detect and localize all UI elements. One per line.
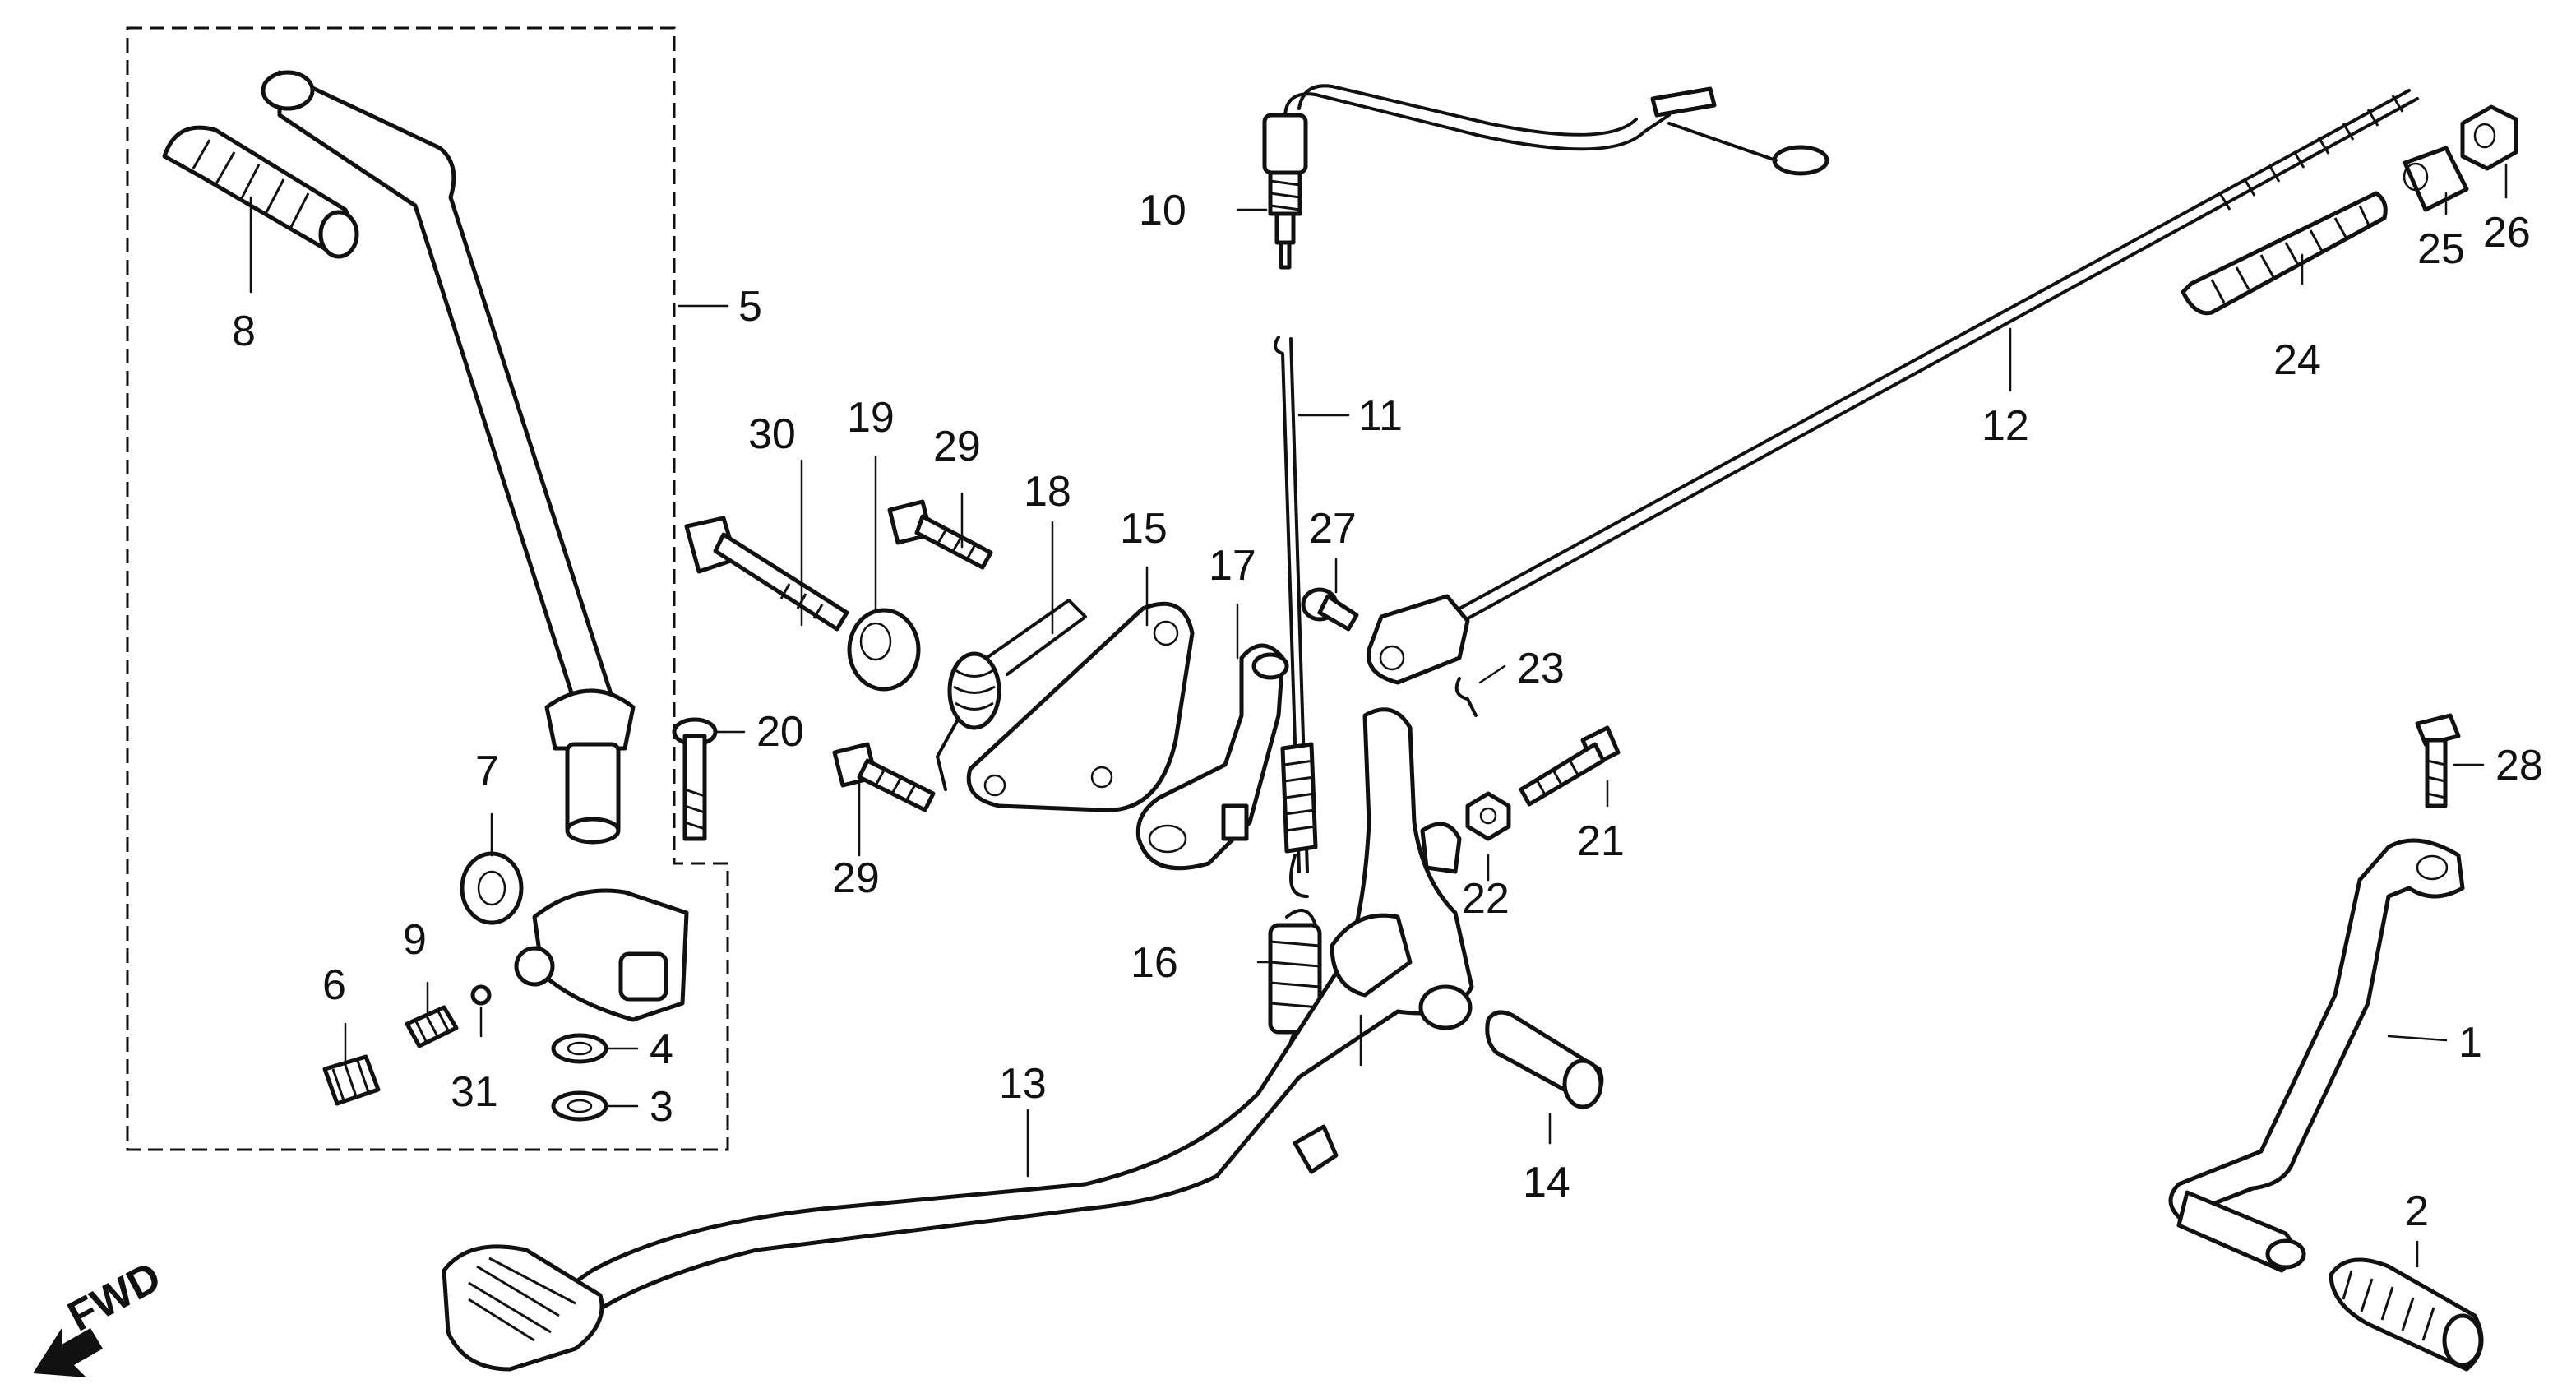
arm-17 [1135,643,1289,871]
nut-26 [2460,104,2518,171]
kick-arm [261,70,636,845]
callout-24: 24 [2273,336,2321,384]
bolt-28 [2415,713,2461,808]
bolt-29-bottom [832,742,936,812]
spring-24 [2181,191,2388,316]
change-pedal-rubber [2329,1257,2484,1372]
callout-31: 31 [451,1068,498,1116]
kick-joint [514,888,689,1022]
brake-spring-16 [1268,909,1322,1058]
collar-19 [847,608,921,692]
bolt-21 [1519,725,1621,807]
callout-14: 14 [1523,1159,1570,1206]
callout-8: 8 [232,308,256,355]
callout-20: 20 [756,708,804,756]
pedal-boss [1420,822,1462,874]
pin-14 [1485,1010,1604,1109]
callout-6: 6 [322,961,346,1009]
callout-19: 19 [847,394,895,442]
plate-15 [966,601,1195,812]
bolt-27 [1301,587,1359,632]
callout-29-bottom: 29 [832,854,880,902]
callout-18: 18 [1024,468,1071,516]
callout-22: 22 [1462,875,1510,923]
callout-26: 26 [2483,209,2531,257]
collar [460,851,524,925]
callout-5: 5 [738,283,762,331]
callout-29-top: 29 [933,423,981,470]
callout-12: 12 [1982,402,2029,450]
ball [470,984,492,1006]
small-spring [405,1005,459,1048]
bolt-29-top [887,499,993,570]
bolt-20 [672,717,718,841]
callout-4: 4 [650,1025,673,1073]
kick-starter-assembly-box [126,26,729,1151]
forward-arrow-icon [33,1328,103,1377]
callout-21: 21 [1577,817,1625,865]
nut-22 [1465,791,1511,841]
bolt-30 [684,516,849,632]
callout-2: 2 [2405,1187,2429,1235]
callout-28: 28 [2495,742,2543,789]
callout-13: 13 [999,1060,1047,1108]
stop-switch-10 [1262,84,1829,270]
kick-grip [162,125,359,259]
callout-3: 3 [650,1083,673,1131]
washer-4 [551,1033,608,1064]
brake-rod-12 [1366,89,2419,685]
callout-labels: 8 5 7 9 6 31 4 3 30 19 29 20 29 18 15 17… [232,187,2543,1235]
callout-16: 16 [1131,939,1178,987]
callout-17: 17 [1209,542,1256,590]
callout-10: 10 [1139,187,1186,234]
callout-27: 27 [1309,505,1357,553]
joint-25 [2403,146,2469,212]
callout-15: 15 [1120,505,1168,553]
callout-7: 7 [475,748,499,795]
direction-label: FWD [60,1253,169,1341]
callout-9: 9 [403,916,427,964]
callout-23: 23 [1517,645,1565,692]
cotter-pin [1454,677,1478,717]
leader-lines [249,163,2508,1268]
callout-25: 25 [2417,225,2465,273]
callout-30: 30 [748,410,796,458]
rod-11 [1274,336,1318,898]
brake-pedal-13 [442,707,1474,1372]
return-spring-18 [936,599,1087,791]
change-pedal-1 [2168,838,2465,1273]
plug [322,1054,381,1106]
callout-1: 1 [2458,1019,2482,1067]
washer-3 [551,1090,608,1122]
callout-11: 11 [1358,392,1403,440]
